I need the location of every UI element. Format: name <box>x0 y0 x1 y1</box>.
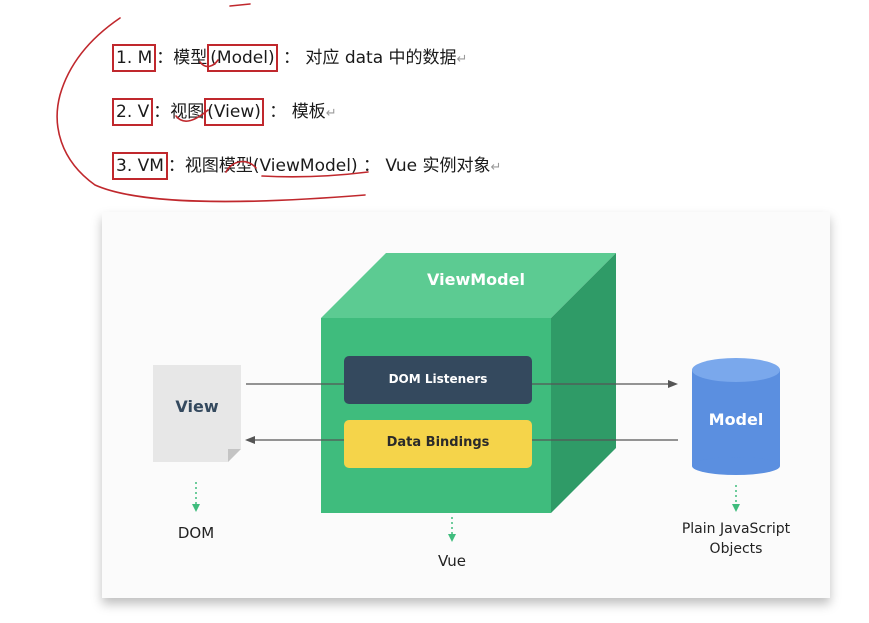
vue-label: Vue <box>438 552 466 570</box>
model-arrow-down-icon <box>732 504 740 512</box>
note-description: 模板 <box>291 102 326 122</box>
vue-arrow-down-icon <box>448 534 456 542</box>
note-paren: (View) <box>207 102 261 122</box>
dom-arrow-down-icon <box>192 504 200 512</box>
note-separator: ： <box>167 156 185 176</box>
dash-stroke <box>229 3 251 7</box>
cube-side-face <box>551 253 616 513</box>
view-document-icon <box>153 365 241 462</box>
note-number-box: 2. V <box>112 98 154 126</box>
underline-stroke-1 <box>199 59 219 68</box>
note-term: 视图模型 <box>184 156 253 176</box>
note-description: Vue 实例对象 <box>385 156 491 176</box>
return-mark-icon: ↵ <box>456 52 468 67</box>
note-colon: ： <box>362 156 380 176</box>
dom-listeners-bar <box>344 356 532 404</box>
cube-top-face <box>321 253 616 318</box>
note-separator: ： <box>156 48 174 68</box>
underline-stroke-2 <box>175 109 209 122</box>
bracket-stroke <box>56 17 366 203</box>
note-number-box: 1. M <box>112 44 157 72</box>
note-number: 2. V <box>116 102 150 122</box>
diagram-shapes <box>153 253 780 542</box>
note-paren: (Model) <box>210 48 275 68</box>
return-mark-icon: ↵ <box>490 160 502 175</box>
handwritten-annotation-strokes <box>56 3 369 203</box>
view-label: View <box>175 397 219 416</box>
return-mark-icon: ↵ <box>325 106 337 121</box>
model-caption-line1: Plain JavaScript <box>681 521 791 537</box>
underline-stroke-4 <box>261 171 369 178</box>
note-description: 对应 data 中的数据 <box>305 48 457 68</box>
mvvm-diagram: ViewModel DOM Listeners Data Bindings Vi… <box>102 212 830 598</box>
note-number-box: 3. VM <box>112 152 168 180</box>
note-number: 3. VM <box>116 156 164 176</box>
note-colon: ： <box>283 48 301 68</box>
underline-stroke-3 <box>225 160 257 173</box>
note-term: 模型 <box>173 48 208 68</box>
note-term: 视图 <box>170 102 205 122</box>
arrow-head-left-icon <box>245 436 255 444</box>
dom-listeners-label: DOM Listeners <box>388 372 488 386</box>
note-separator: ： <box>153 102 171 122</box>
note-paren-box: (Model) <box>207 44 278 72</box>
data-bindings-label: Data Bindings <box>386 435 490 450</box>
note-line-v: 2. V：视图(View) ： 模板↵ <box>112 98 337 126</box>
cube-front-face <box>321 318 551 513</box>
viewmodel-title: ViewModel <box>427 270 525 289</box>
note-paren: (ViewModel) <box>252 156 358 176</box>
model-cylinder-body <box>692 370 780 466</box>
dom-label: DOM <box>177 524 215 542</box>
model-caption-line2: Objects <box>709 541 763 557</box>
data-bindings-bar <box>344 420 532 468</box>
arrow-head-right-icon <box>668 380 678 388</box>
note-number: 1. M <box>116 48 153 68</box>
note-colon: ： <box>269 102 287 122</box>
model-cylinder-top <box>692 358 780 382</box>
document-fold-icon <box>228 449 241 462</box>
note-line-vm: 3. VM：视图模型(ViewModel) ： Vue 实例对象↵ <box>112 152 501 180</box>
model-label: Model <box>708 410 764 429</box>
model-cylinder-bottom <box>692 457 780 475</box>
note-line-m: 1. M：模型(Model) ： 对应 data 中的数据↵ <box>112 44 467 72</box>
